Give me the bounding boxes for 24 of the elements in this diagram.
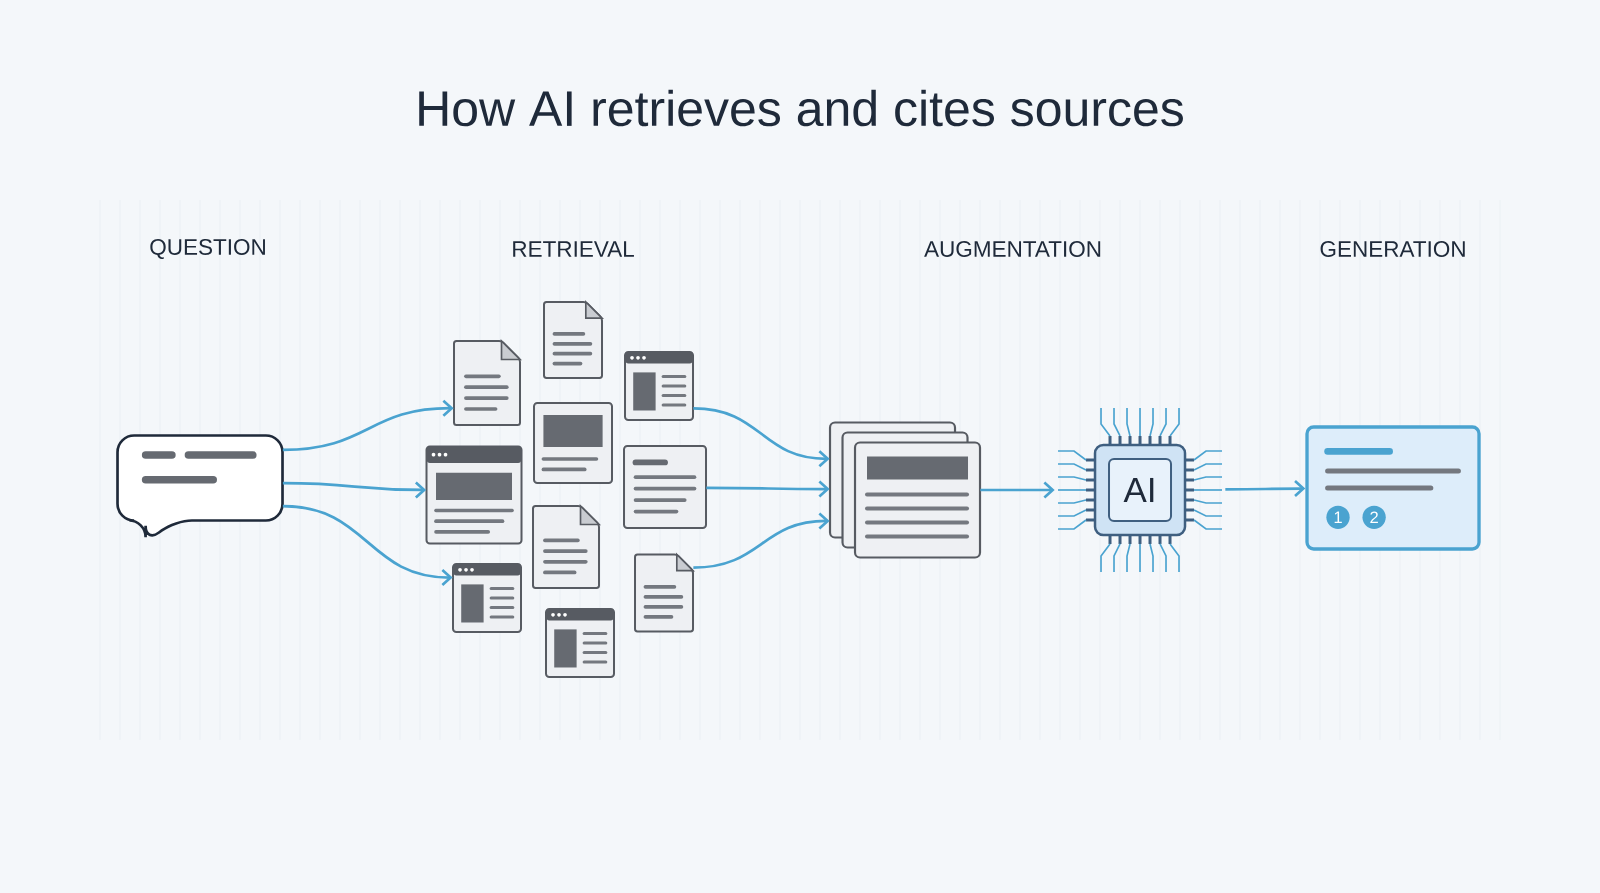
browser-window-icon xyxy=(545,608,615,678)
arrow xyxy=(693,512,830,569)
browser-window-icon xyxy=(425,445,523,545)
arrow xyxy=(980,481,1055,499)
column-heading: AUGMENTATION xyxy=(924,241,1101,257)
browser-window-icon xyxy=(452,563,522,633)
arrow xyxy=(1225,480,1306,498)
browser-window-icon xyxy=(624,351,694,421)
arrow xyxy=(706,480,830,498)
document-stack-icon xyxy=(828,421,982,559)
document-icon xyxy=(533,402,613,484)
arrow xyxy=(282,399,454,452)
title: How AI retrieves and cites sources xyxy=(419,89,1183,127)
arrow xyxy=(282,504,453,587)
citation-badge: 1 xyxy=(1326,505,1350,529)
document-icon xyxy=(623,445,707,529)
arrow xyxy=(693,407,830,468)
column-heading: QUESTION xyxy=(150,239,265,259)
arrow xyxy=(282,481,427,499)
column-heading: GENERATION xyxy=(1320,241,1465,257)
column-heading: RETRIEVAL xyxy=(513,241,634,257)
citation-badge: 2 xyxy=(1362,505,1386,529)
answer-card xyxy=(1305,425,1481,551)
speech-bubble-icon xyxy=(116,434,284,539)
